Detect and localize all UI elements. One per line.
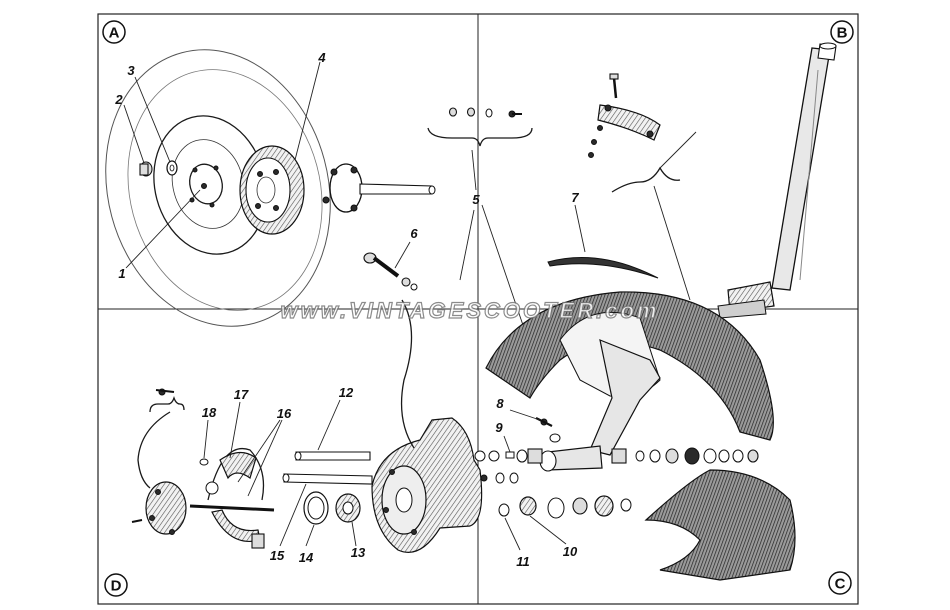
axle-shafts-12-15 xyxy=(279,399,373,547)
bolt-part-6 xyxy=(363,252,418,291)
wheel-axle-hub xyxy=(322,163,436,213)
suspension-arm xyxy=(539,339,661,472)
quadrant-marker-a: A xyxy=(102,20,126,44)
wheel-rim xyxy=(153,115,267,255)
bearing-row-10-11 xyxy=(498,495,632,551)
brake-housing xyxy=(371,299,483,553)
steering-tube xyxy=(717,42,837,319)
callout-4: 4 xyxy=(317,50,326,65)
brake-plate-small xyxy=(131,388,187,535)
brake-drum-part-4 xyxy=(239,145,305,235)
callout-14: 14 xyxy=(299,550,314,565)
svg-text:A: A xyxy=(109,25,120,42)
bearing-13 xyxy=(335,493,361,547)
bolt-part-8 xyxy=(509,409,561,443)
callout-18: 18 xyxy=(202,405,217,420)
washer-part-3 xyxy=(166,160,178,176)
trim-strip-part-7 xyxy=(547,204,659,279)
svg-text:B: B xyxy=(837,25,848,42)
leader-lines-a xyxy=(123,61,321,269)
callout-1: 1 xyxy=(118,266,125,281)
callout-6: 6 xyxy=(410,226,418,241)
quadrant-marker-c: C xyxy=(828,571,852,595)
callout-8: 8 xyxy=(496,396,504,411)
callout-10: 10 xyxy=(563,544,578,559)
callout-11: 11 xyxy=(516,554,530,569)
mudguard-lower xyxy=(644,469,796,581)
callout-labels: 1 2 3 4 5 6 7 8 9 10 11 12 13 14 15 16 1… xyxy=(114,50,579,569)
callout-9: 9 xyxy=(495,420,503,435)
callout-15: 15 xyxy=(270,548,285,563)
bracket-plate xyxy=(588,73,697,193)
watermark-text: www.VINTAGESCOOTER.com xyxy=(281,298,660,323)
leader-line-bracket xyxy=(653,185,691,301)
callout-16: 16 xyxy=(277,406,292,421)
bush-row-9 xyxy=(474,435,759,484)
callout-3: 3 xyxy=(127,63,135,78)
oil-seal-14 xyxy=(303,491,329,547)
tyre-outline xyxy=(105,49,331,327)
quadrant-marker-b: B xyxy=(830,20,854,44)
callout-17: 17 xyxy=(234,387,249,402)
brake-shoe-assembly xyxy=(189,401,283,549)
callout-5: 5 xyxy=(472,192,480,207)
svg-text:C: C xyxy=(835,576,846,593)
nut-part-2 xyxy=(139,161,153,177)
fastener-group-5 xyxy=(427,107,533,147)
callout-2: 2 xyxy=(114,92,123,107)
svg-text:D: D xyxy=(111,578,122,595)
callout-12: 12 xyxy=(339,385,354,400)
callout-7: 7 xyxy=(571,190,579,205)
callout-13: 13 xyxy=(351,545,366,560)
leader-line-6 xyxy=(394,241,411,269)
quadrant-marker-d: D xyxy=(104,573,128,597)
